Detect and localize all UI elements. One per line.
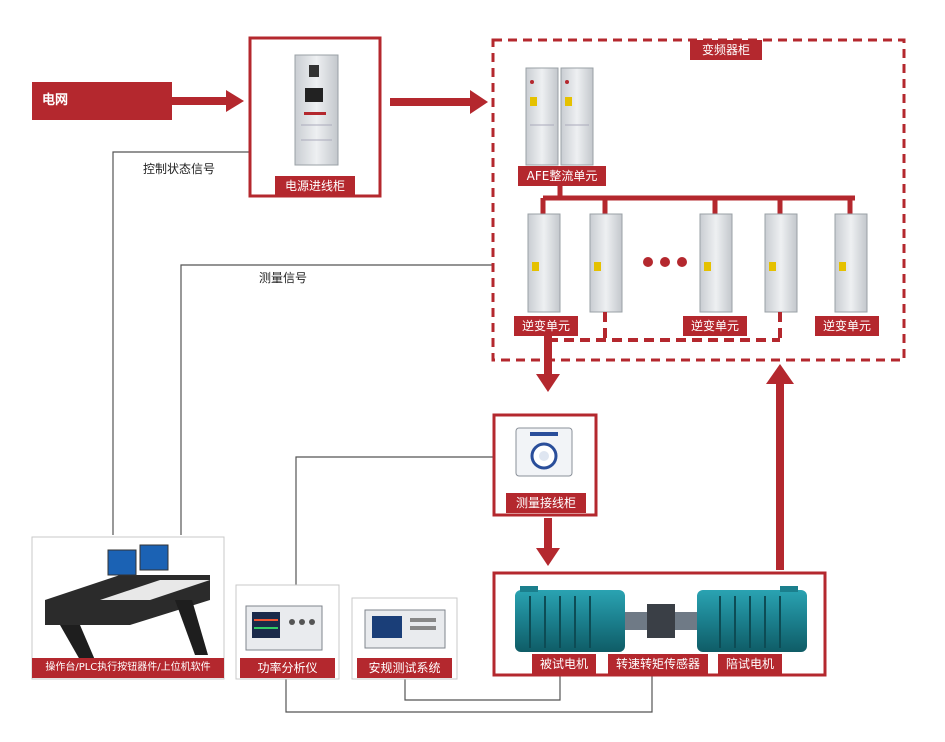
- bottom-loop-line: [285, 672, 653, 713]
- inverter-unit-label-1: 逆变单元: [514, 316, 578, 336]
- current-sensor-illustration: [515, 427, 573, 477]
- power-analyzer-label: 功率分析仪: [240, 658, 335, 678]
- load-motor-label: 陪试电机: [718, 654, 782, 674]
- power-cabinet-illustration: [294, 54, 339, 166]
- inverter-to-meas-arrow: [536, 332, 560, 392]
- power-cabinet-label: 电源进线柜: [275, 176, 355, 196]
- dut-motor-label: 被试电机: [532, 654, 596, 674]
- grid-input-label: 电网3AC380V/50HZ: [32, 82, 172, 146]
- analyzer-to-meas-line: [295, 456, 493, 585]
- afe-rectifier-illustration: [525, 67, 594, 166]
- measurement-signal-line: [180, 264, 493, 535]
- safety-tester-label: 安规测试系统: [357, 658, 452, 678]
- signal-lines: [112, 151, 653, 713]
- inverter-output-lines: [548, 312, 782, 342]
- afe-unit-label: AFE整流单元: [518, 166, 606, 186]
- safety-tester-illustration: [364, 609, 446, 649]
- control-signal-label: 控制状态信号: [143, 162, 216, 176]
- control-signal-line: [112, 151, 279, 535]
- test-bench-illustration: [515, 586, 807, 652]
- measurement-cabinet-label: 测量接线柜: [506, 493, 586, 513]
- measurement-signal-label: 测量信号: [259, 271, 308, 285]
- inverter-unit-label-2: 逆变单元: [683, 316, 747, 336]
- console-label: 操作台/PLC执行按钮器件/上位机软件: [32, 658, 224, 678]
- grid-arrow: [172, 90, 244, 112]
- more-units-ellipsis: [643, 257, 687, 267]
- inverter-cabinets: [527, 213, 868, 313]
- console-illustration: [45, 544, 210, 660]
- vfd-cabinet-frame: [491, 38, 906, 362]
- meas-to-bench-arrow: [536, 518, 560, 566]
- load-feedback-arrow: [766, 364, 794, 570]
- vfd-cabinet-title: 变频器柜: [690, 40, 762, 60]
- torque-sensor-label: 转速转矩传感器: [608, 654, 708, 674]
- power-to-vfd-arrow: [390, 90, 488, 114]
- inverter-unit-label-3: 逆变单元: [815, 316, 879, 336]
- power-analyzer-illustration: [245, 605, 323, 651]
- safety-bottom-line: [404, 672, 561, 701]
- dc-bus-lines: [540, 180, 855, 214]
